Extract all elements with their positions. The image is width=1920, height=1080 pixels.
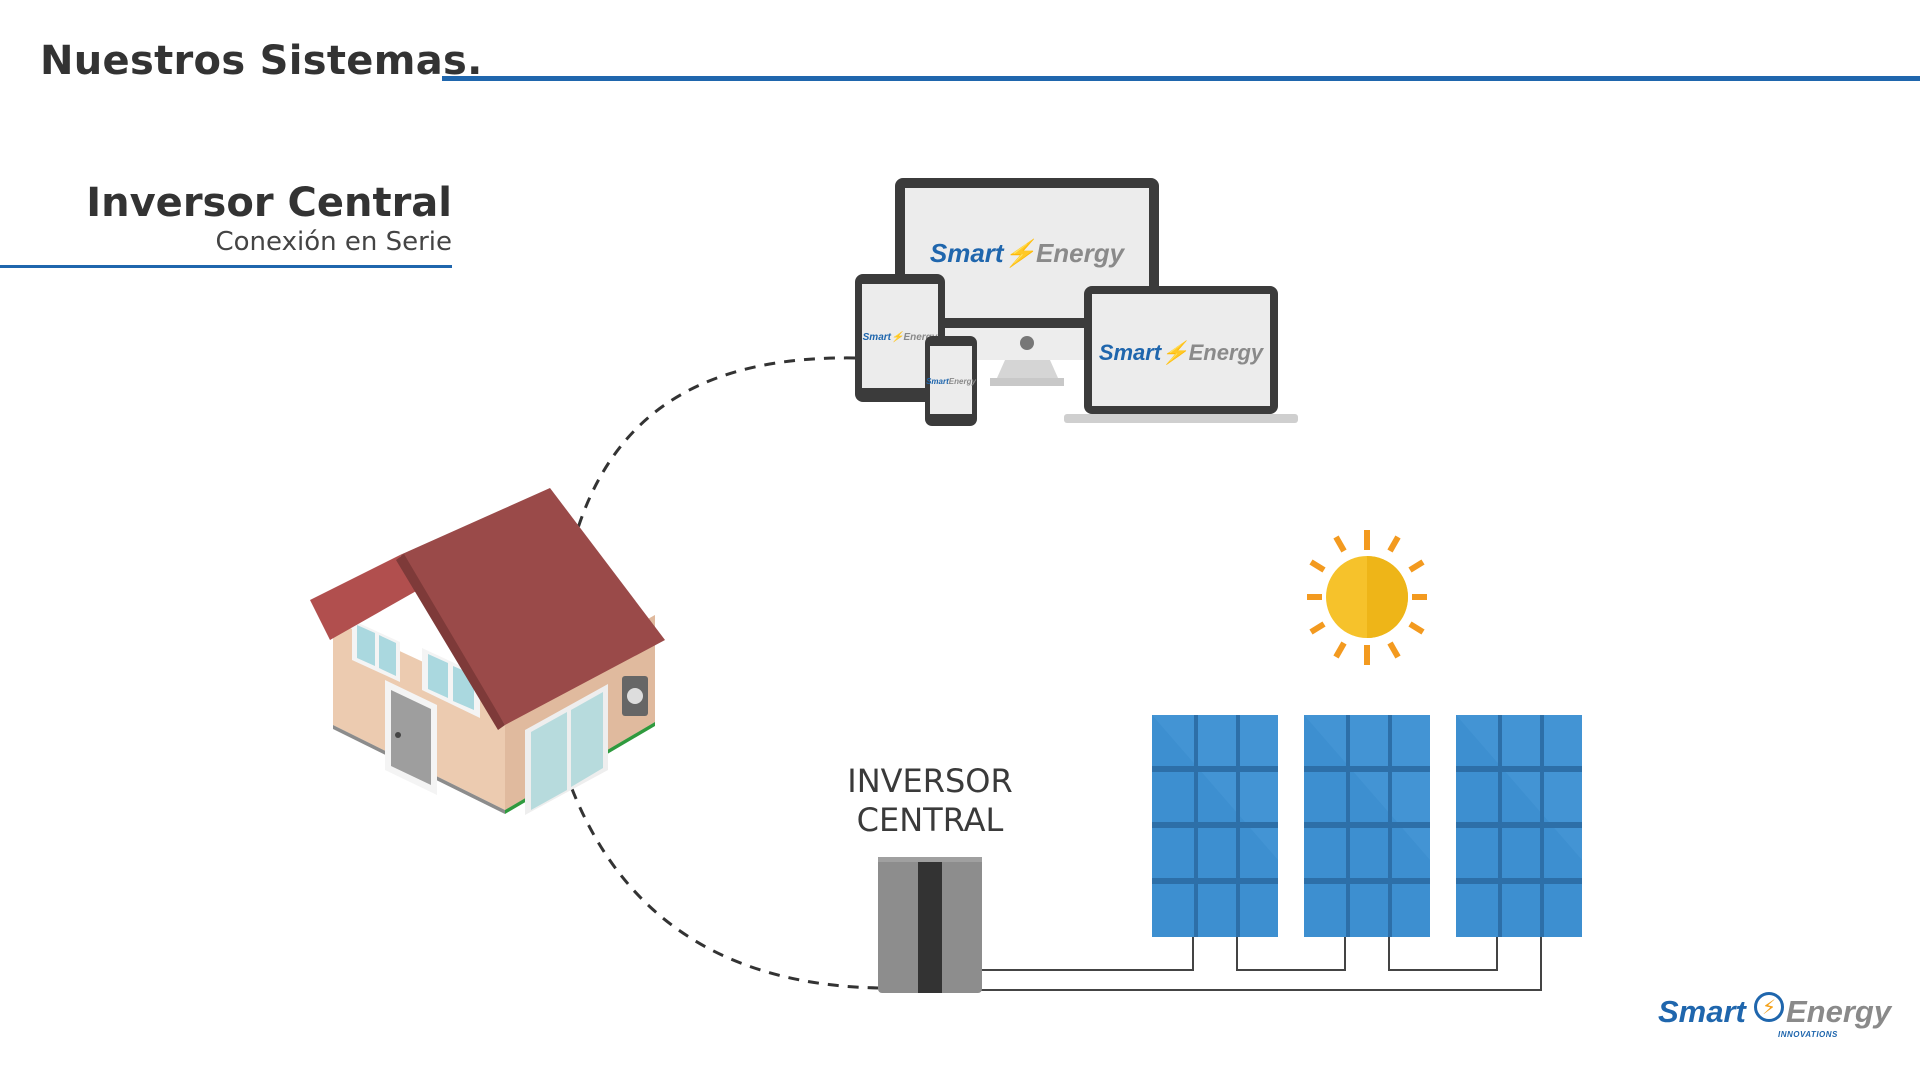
- house-to-inverter-connector: [563, 769, 879, 990]
- inverter-icon: [878, 857, 982, 993]
- page-title: Nuestros Sistemas.: [40, 38, 483, 84]
- phone-screen-logo: SmartEnergy: [926, 377, 976, 386]
- brand-logo: Smart ⚡ Energy INNOVATIONS: [1658, 992, 1891, 1044]
- inverter-label-line1: INVERSOR: [847, 762, 1013, 800]
- inverter-label-line2: CENTRAL: [856, 801, 1004, 839]
- section-divider: [0, 265, 452, 268]
- sun-icon: [1307, 530, 1427, 665]
- house-to-devices-connector: [576, 356, 856, 529]
- brand-word-energy: Energy: [1786, 994, 1892, 1029]
- laptop-screen-logo: Smart⚡Energy: [1099, 340, 1265, 366]
- section-subtitle: Conexión en Serie: [215, 227, 453, 257]
- bolt-icon: ⚡: [1754, 992, 1784, 1022]
- solar-panel: [1152, 715, 1278, 937]
- monitor-screen-logo: Smart⚡Energy: [930, 238, 1126, 269]
- series-wiring: [980, 937, 1542, 991]
- solar-panel: [1304, 715, 1430, 937]
- section-title: Inversor Central: [86, 180, 452, 226]
- solar-panel: [1456, 715, 1582, 937]
- title-divider: [442, 76, 1920, 81]
- tablet-screen-logo: Smart⚡Energy: [863, 330, 938, 343]
- house-icon: [310, 488, 665, 815]
- devices-icon: Smart⚡Energy Smart⚡Energy Smart⚡Energy S…: [855, 178, 1298, 426]
- solar-panels: [1152, 715, 1582, 937]
- brand-word-smart: Smart: [1658, 994, 1746, 1029]
- brand-tagline: INNOVATIONS: [1778, 1030, 1838, 1039]
